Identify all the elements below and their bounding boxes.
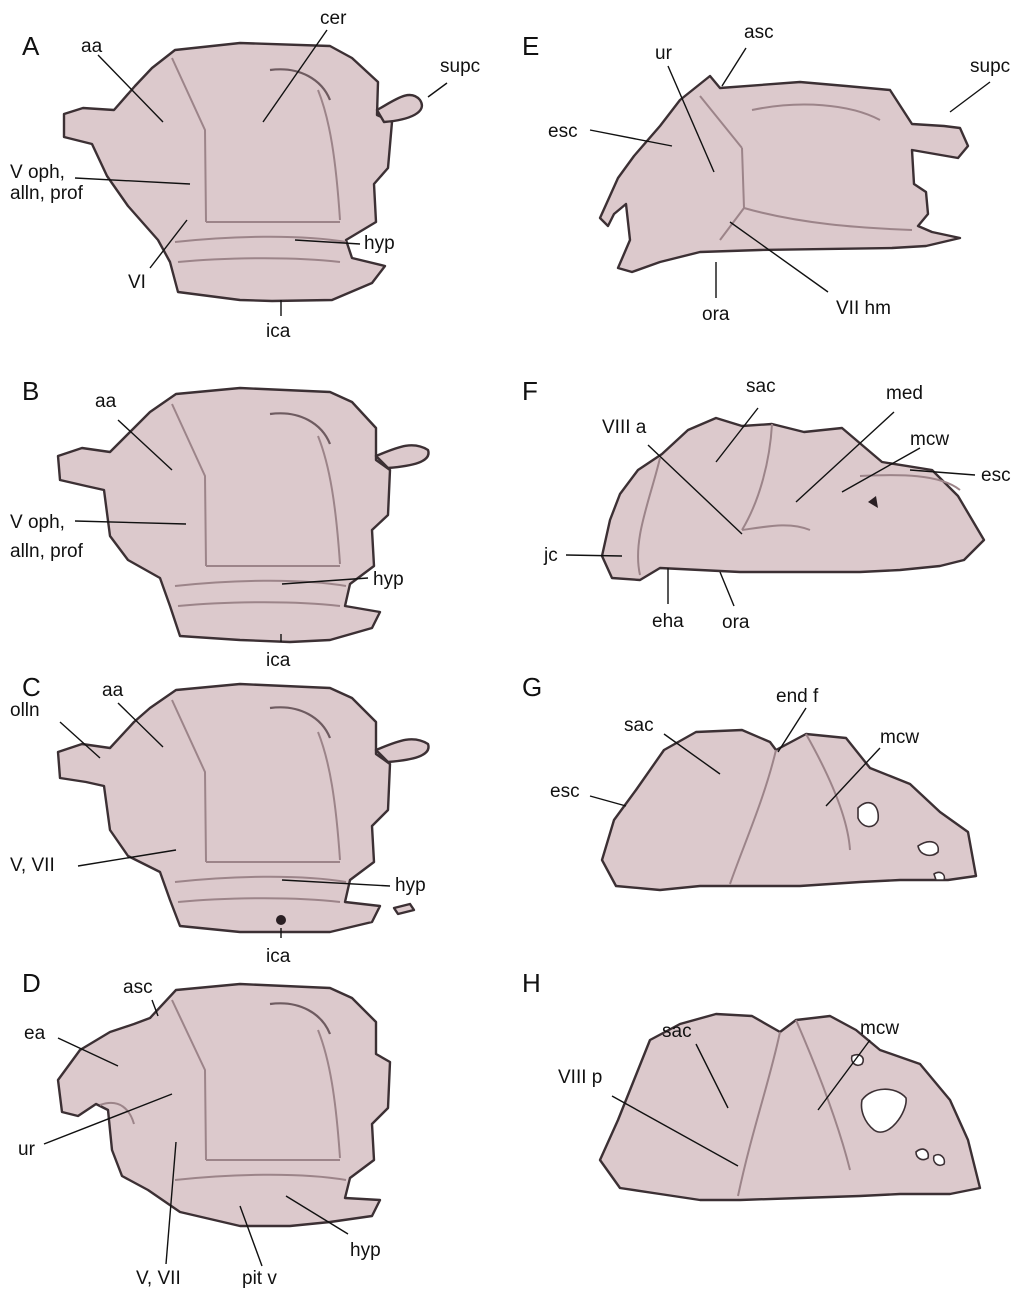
supc-process-b: [376, 445, 429, 468]
label-hyp-a: hyp: [364, 233, 395, 254]
label-eha-f: eha: [652, 611, 684, 632]
panel-a: A aa cer supc V oph, alln, prof hyp VI i…: [10, 8, 480, 342]
label-vi-a: VI: [128, 272, 146, 293]
hole-1-g: [858, 803, 878, 827]
label-ur-d: ur: [18, 1139, 36, 1160]
label-esc-f: esc: [981, 465, 1011, 486]
label-ea-d: ea: [24, 1023, 46, 1044]
label-mcw-h: mcw: [860, 1018, 899, 1039]
label-viiip-h: VIII p: [558, 1067, 602, 1088]
label-ica-b: ica: [266, 650, 291, 671]
panel-letter-b: B: [22, 376, 39, 406]
label-sac-f: sac: [746, 376, 776, 397]
panel-b: B aa V oph, alln, prof hyp ica: [10, 376, 429, 671]
label-cer-a: cer: [320, 8, 347, 29]
label-hyp-d: hyp: [350, 1240, 381, 1261]
ica-foramen-c: [276, 915, 286, 925]
leader-jc-f: [566, 555, 622, 556]
leader-supc-a: [428, 83, 447, 97]
panel-f: F VIII a sac med mcw esc jc eha ora: [522, 376, 1011, 633]
panel-letter-f: F: [522, 376, 538, 406]
label-voph-1-a: V oph,: [10, 162, 65, 183]
label-sac-g: sac: [624, 715, 654, 736]
label-voph-2-a: alln, prof: [10, 183, 84, 204]
label-asc-e: asc: [744, 22, 774, 43]
label-ica-c: ica: [266, 946, 291, 967]
label-supc-a: supc: [440, 56, 480, 77]
label-mcw-g: mcw: [880, 727, 919, 748]
label-pitv-d: pit v: [242, 1268, 277, 1289]
label-endf-g: end f: [776, 686, 819, 707]
label-esc-g: esc: [550, 781, 580, 802]
label-ur-e: ur: [655, 43, 673, 64]
label-hyp-c: hyp: [395, 875, 426, 896]
leader-asc-e: [722, 48, 746, 86]
label-supc-e: supc: [970, 56, 1010, 77]
panel-letter-a: A: [22, 31, 40, 61]
label-ora-f: ora: [722, 612, 750, 633]
label-jc-f: jc: [543, 545, 558, 566]
label-aa-c: aa: [102, 680, 124, 701]
label-esc-e: esc: [548, 121, 578, 142]
small-fragment-c: [394, 904, 414, 914]
label-ora-e: ora: [702, 304, 730, 325]
leader-ora-f: [720, 572, 734, 606]
supc-process-a: [377, 95, 422, 122]
section-outline-d: [58, 984, 390, 1226]
section-outline-h: [600, 1014, 980, 1200]
panel-c: C aa olln V, VII hyp ica: [10, 672, 429, 967]
hole-3-g: [934, 872, 944, 880]
label-viiia-f: VIII a: [602, 417, 647, 438]
hole-3-h: [916, 1149, 928, 1159]
label-aa-b: aa: [95, 391, 117, 412]
label-viihm-e: VII hm: [836, 298, 891, 319]
label-voph-1-b: V oph,: [10, 512, 65, 533]
section-outline-a: [64, 43, 392, 301]
section-outline-c: [58, 684, 390, 932]
supc-process-c: [376, 739, 429, 762]
panel-letter-c: C: [22, 672, 41, 702]
leader-esc-g: [590, 796, 626, 806]
panel-g: G end f sac mcw esc: [522, 672, 976, 890]
label-hyp-b: hyp: [373, 569, 404, 590]
label-mcw-f: mcw: [910, 429, 949, 450]
hole-4-h: [934, 1155, 945, 1166]
panel-letter-h: H: [522, 968, 541, 998]
label-ica-a: ica: [266, 321, 291, 342]
panel-letter-d: D: [22, 968, 41, 998]
label-aa-a: aa: [81, 36, 103, 57]
panel-d: D asc ea ur V, VII pit v hyp: [18, 968, 390, 1289]
section-outline-g: [602, 730, 976, 890]
label-sac-h: sac: [662, 1021, 692, 1042]
label-asc-d: asc: [123, 977, 153, 998]
label-med-f: med: [886, 383, 923, 404]
label-vvii-d: V, VII: [136, 1268, 181, 1289]
label-olln-c: olln: [10, 700, 40, 721]
panel-e: E ur asc supc esc ora VII hm: [522, 22, 1010, 325]
panel-h: H sac mcw VIII p: [522, 968, 980, 1200]
label-vvii-c: V, VII: [10, 855, 55, 876]
label-voph-2-b: alln, prof: [10, 541, 84, 562]
panel-letter-g: G: [522, 672, 542, 702]
panel-letter-e: E: [522, 31, 539, 61]
leader-supc-e: [950, 82, 990, 112]
